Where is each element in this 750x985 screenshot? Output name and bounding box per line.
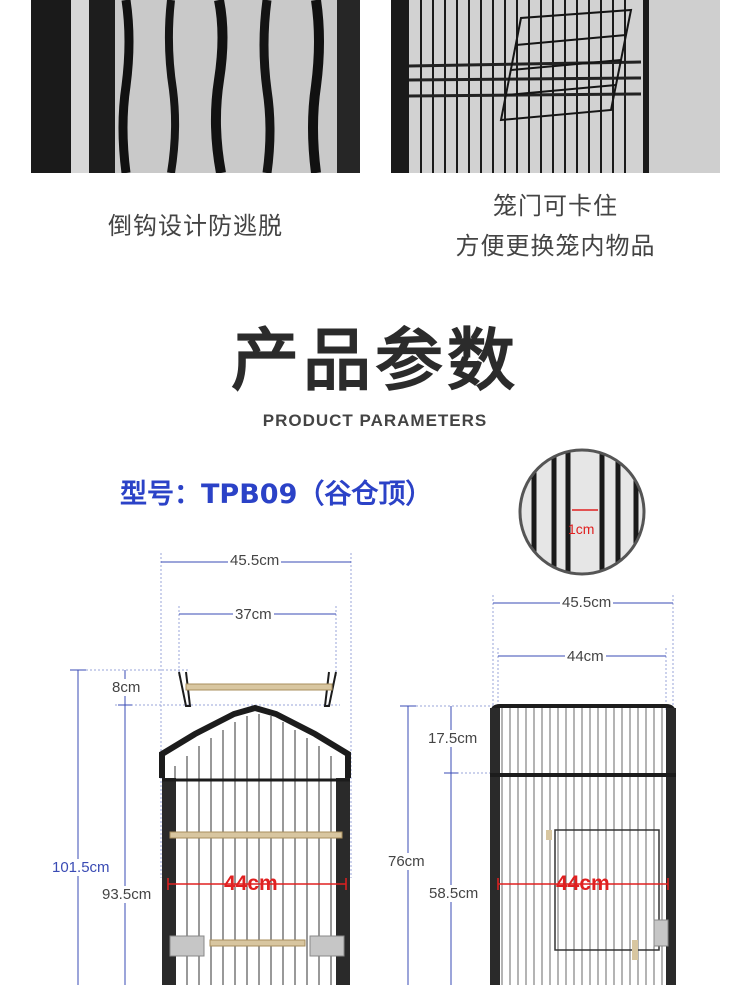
right-inner-width: 44cm (565, 648, 606, 665)
right-inner-width-red: 44cm (556, 872, 610, 895)
left-handle-height: 8cm (110, 679, 143, 696)
wire-spacing-inset (518, 448, 646, 576)
door-caption-line2: 方便更换笼内物品 (455, 232, 656, 260)
barb-detail-photo (31, 0, 360, 173)
left-cage-drawing (70, 553, 352, 985)
door-detail-photo (391, 0, 720, 173)
left-outer-width: 45.5cm (228, 552, 282, 569)
right-cage-drawing (400, 595, 676, 985)
left-total-height: 101.5cm (50, 859, 112, 876)
right-total-height: 76cm (386, 853, 427, 870)
section-title: 产品参数 (230, 322, 519, 401)
right-body-height: 58.5cm (427, 885, 481, 902)
left-inner-width: 37cm (233, 606, 274, 623)
right-roof-height: 17.5cm (426, 730, 480, 747)
door-caption-line1: 笼门可卡住 (493, 192, 618, 220)
left-inner-width-red: 44cm (224, 872, 278, 895)
model-label: 型号：TPB09（谷仓顶） (120, 479, 433, 510)
left-body-height: 93.5cm (100, 886, 154, 903)
barb-caption: 倒钩设计防逃脱 (108, 212, 283, 240)
right-outer-width: 45.5cm (560, 594, 614, 611)
section-subtitle: PRODUCT PARAMETERS (262, 411, 488, 430)
wire-spacing-value: 1cm (568, 521, 595, 537)
